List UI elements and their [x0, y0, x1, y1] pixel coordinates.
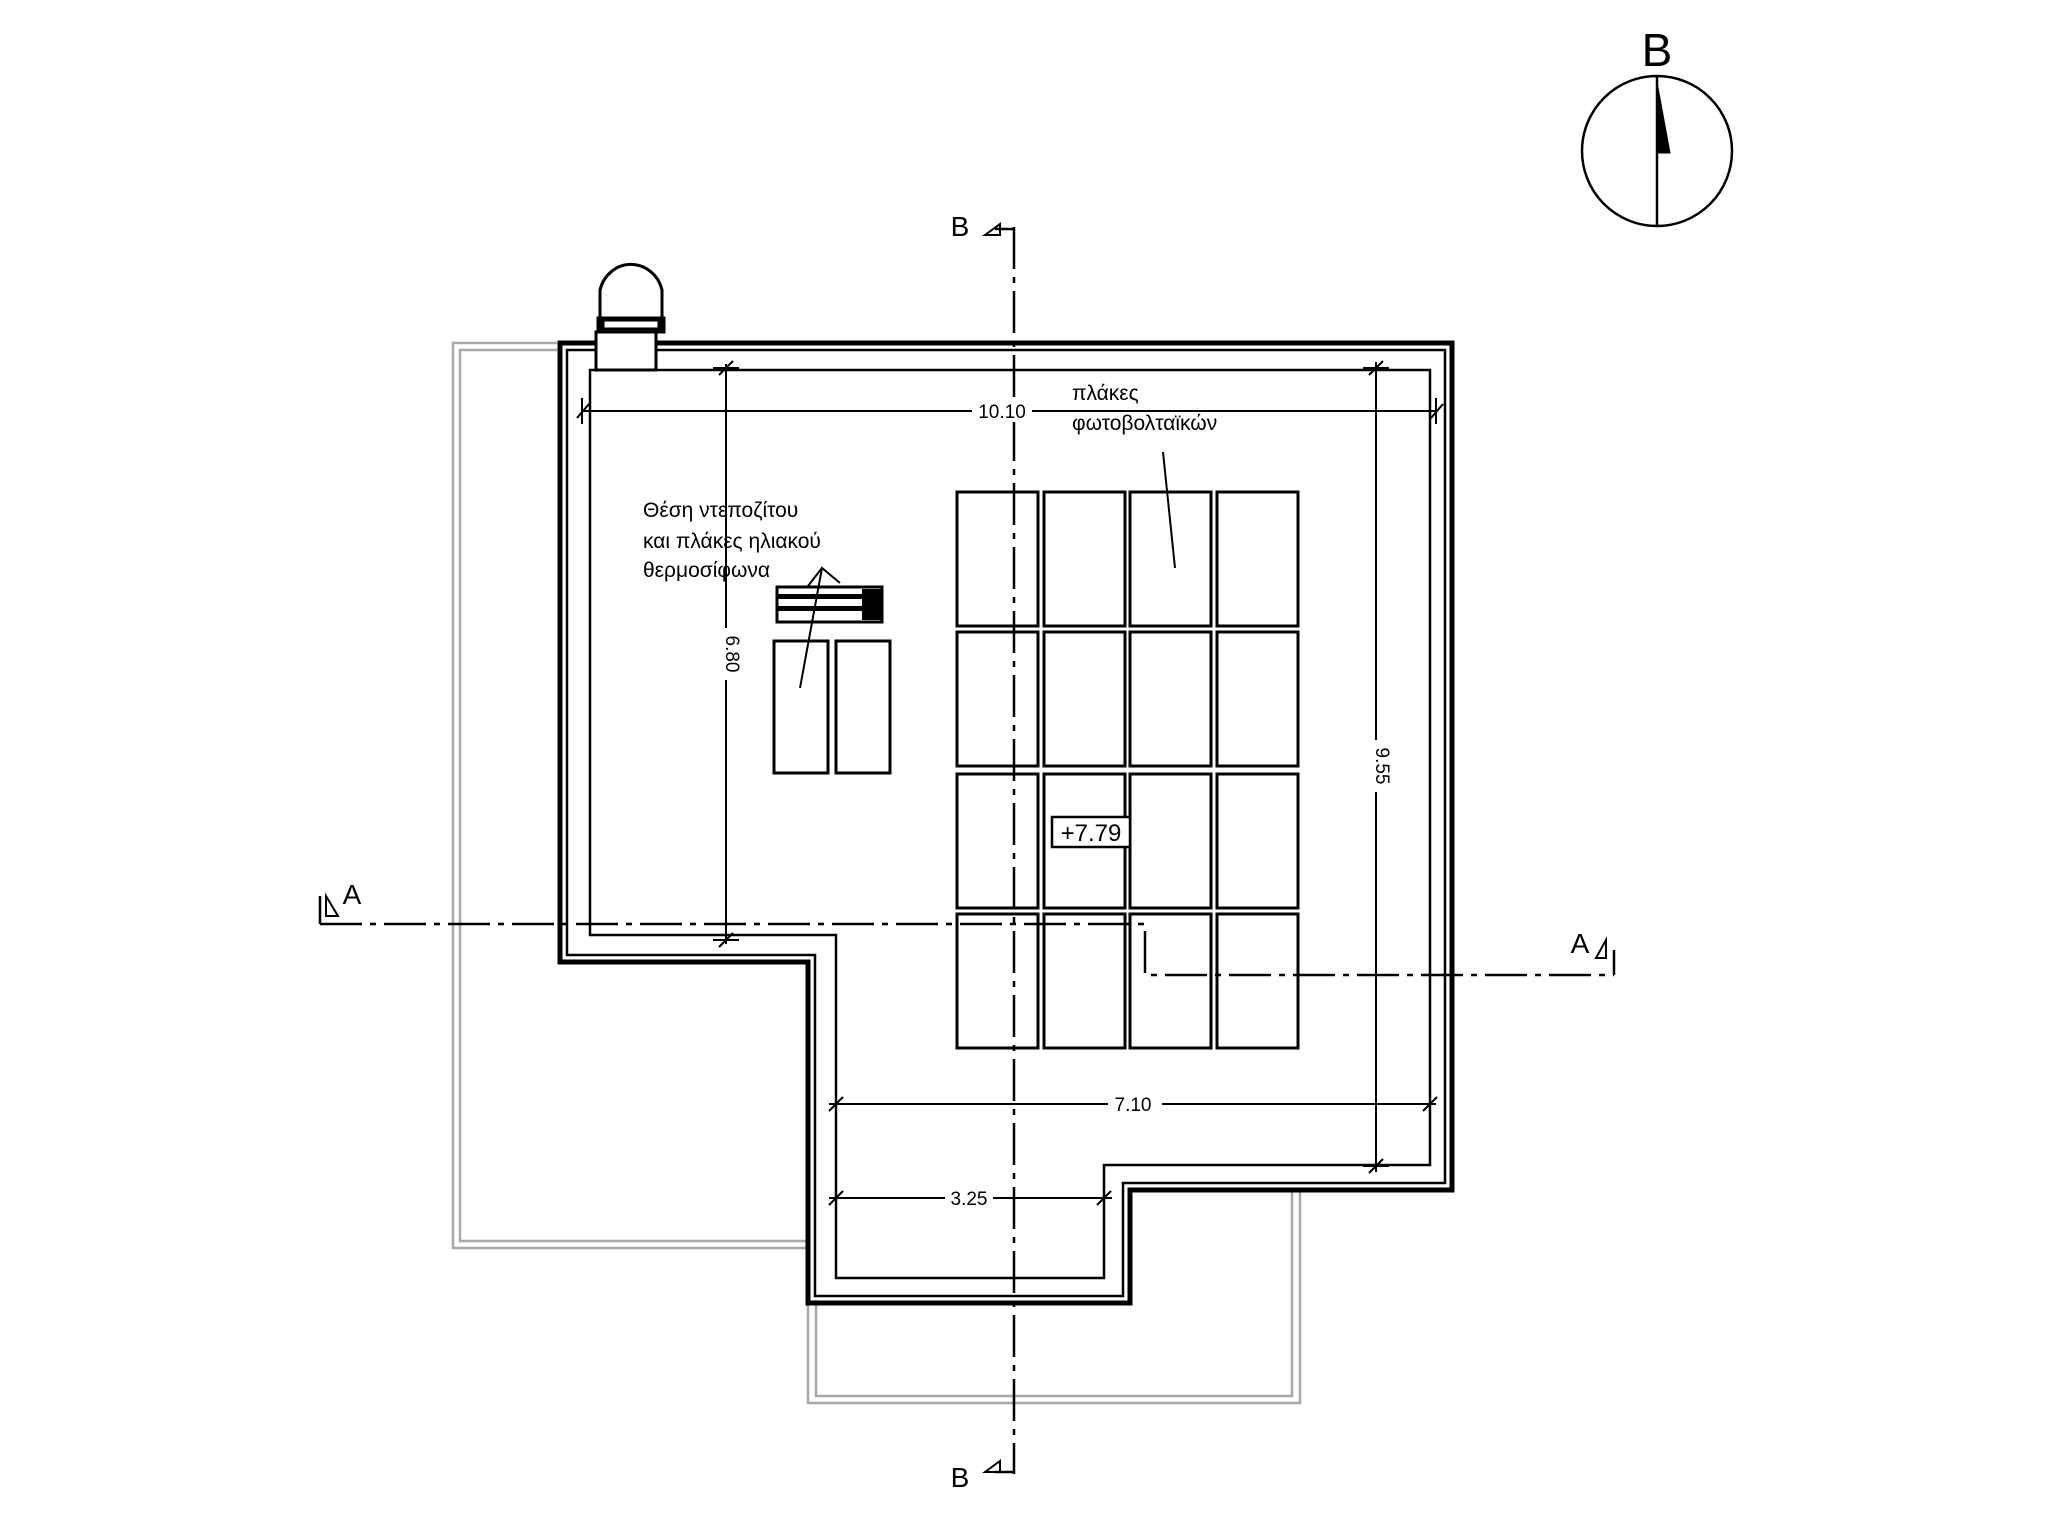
level-mark: +7.79 [1061, 820, 1122, 847]
pv-panel [955, 490, 1040, 628]
pv-panel [1128, 772, 1213, 910]
solar-water-heater [772, 585, 892, 775]
section-a-right-label: A [1571, 928, 1590, 959]
pv-panel [1042, 630, 1127, 768]
dimension-lines [576, 360, 1444, 1211]
pv-panel [1128, 912, 1213, 1050]
pv-panel [1042, 912, 1127, 1050]
pv-label-line1: πλάκες [1072, 382, 1139, 405]
section-line-b [981, 222, 1016, 1474]
section-b-bottom-label: B [951, 1462, 970, 1493]
section-b-top-label: B [951, 211, 970, 242]
pv-label-line2: φωτοβολταϊκών [1072, 412, 1217, 435]
heater-label-line2: και πλάκες ηλιακού [643, 530, 821, 553]
pv-panel [1215, 490, 1300, 628]
section-a-left-label: A [343, 879, 362, 910]
pv-panel [955, 772, 1040, 910]
level-box [1050, 815, 1132, 849]
lower-floor-outline [451, 341, 1302, 1405]
dim-bottom-width: 7.10 [1115, 1095, 1152, 1116]
heater-label-line3: θερμοσίφωνα [643, 559, 770, 582]
pv-panel [955, 912, 1040, 1050]
north-arrow [1580, 74, 1734, 228]
pv-panel [1215, 772, 1300, 910]
pv-panel [1128, 490, 1213, 628]
dim-notch-width: 3.25 [951, 1189, 988, 1210]
pv-panel-grid [955, 490, 1300, 1050]
dim-top-width: 10.10 [978, 402, 1026, 423]
section-line-a [318, 892, 1616, 977]
dim-right-height: 9.55 [1371, 748, 1392, 785]
chimney-structure [594, 263, 666, 372]
pv-panel [1042, 490, 1127, 628]
dim-left-height: 6.80 [721, 636, 742, 673]
dim-text-masks [711, 400, 1391, 1210]
leader-lines [799, 451, 1176, 689]
north-arrow-label: B [1642, 24, 1673, 76]
heater-label-line1: Θέση ντεποζίτου [643, 499, 798, 522]
roof-outline [557, 340, 1455, 1306]
pv-panel [1128, 630, 1213, 768]
pv-panel [1215, 912, 1300, 1050]
pv-panel [1215, 630, 1300, 768]
pv-panel [955, 630, 1040, 768]
